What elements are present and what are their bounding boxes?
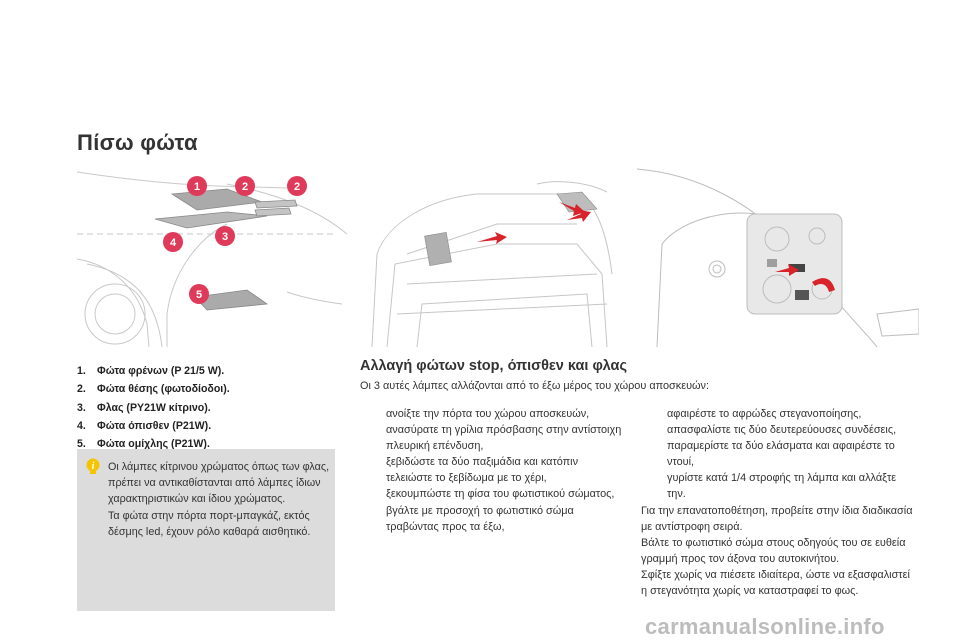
tighten-text: Σφίξτε χωρίς να πιέσετε ιδιαίτερα, ώστε … — [641, 568, 910, 598]
section-intro: Οι 3 αυτές λάμπες αλλάζονται από το έξω … — [360, 380, 710, 392]
lamp-legend: 1.Φώτα φρένων (P 21/5 W). 2.Φώτα θέσης (… — [77, 362, 230, 453]
callout-5: 5 — [189, 284, 209, 304]
step-item: παραμερίστε τα δύο ελάσματα και αφαιρέστ… — [667, 440, 895, 469]
legend-item: 3.Φλας (PY21W κίτρινο). — [77, 401, 211, 414]
info-lightbulb-icon: i — [86, 458, 100, 474]
trunk-arrows — [477, 202, 591, 244]
rear-lights-illustration: 1 2 2 3 4 5 — [77, 168, 919, 347]
callout-2a: 2 — [235, 176, 255, 196]
step-item: ξεκουμπώστε τη φίσα του φωτιστικού σώματ… — [386, 488, 615, 501]
step-item: απασφαλίστε τις δύο δευτερεύουσες συνδέσ… — [667, 424, 897, 437]
callout-2b: 2 — [287, 176, 307, 196]
step-item: ξεβιδώστε τα δύο παξιμάδια και κατόπιν τ… — [386, 456, 579, 485]
legend-item: 2.Φώτα θέσης (φωτοδίοδοι). — [77, 383, 230, 396]
legend-item: 5.Φώτα ομίχλης (P21W). — [77, 438, 210, 451]
svg-text:1: 1 — [194, 181, 200, 193]
page-title: Πίσω φώτα — [77, 130, 198, 155]
svg-text:2: 2 — [294, 181, 300, 193]
legend-item: 4.Φώτα όπισθεν (P21W). — [77, 419, 212, 432]
step-item: βγάλτε με προσοχή το φωτιστικό σώμα τραβ… — [386, 504, 574, 533]
svg-text:i: i — [92, 461, 95, 472]
steps-column-1: ανοίξτε την πόρτα του χώρου αποσκευών, α… — [360, 406, 622, 535]
refit-text: Για την επανατοποθέτηση, προβείτε στην ί… — [641, 504, 913, 533]
trunk-lamp-grille — [424, 191, 598, 267]
step-item: ανασύρατε τη γρίλια πρόσβασης στην αντίσ… — [386, 424, 622, 453]
lamp-unit-closeup — [636, 168, 919, 347]
info-text-colour-bulbs: Οι λάμπες κίτρινου χρώματος όπως των φλα… — [108, 461, 330, 506]
callout-1: 1 — [187, 176, 207, 196]
watermark: carmanualsonline.info — [645, 614, 885, 639]
info-text-tailgate-lights: Τα φώτα στην πόρτα πορτ-μπαγκάζ, εκτός δ… — [108, 509, 311, 538]
info-box: i Οι λάμπες κίτρινου χρώματος όπως των φ… — [77, 449, 335, 611]
section-title: Αλλαγή φώτων stop, όπισθεν και φλας — [360, 358, 628, 374]
svg-text:5: 5 — [196, 289, 202, 301]
step-item: ανοίξτε την πόρτα του χώρου αποσκευών, — [386, 408, 590, 420]
car-rear-view — [77, 171, 348, 347]
lamp-unit-parts — [767, 259, 809, 300]
callout-4: 4 — [163, 232, 183, 252]
callout-3: 3 — [215, 226, 235, 246]
svg-text:4: 4 — [170, 237, 177, 249]
align-text: Βάλτε το φωτιστικό σώμα στους οδηγούς το… — [641, 536, 906, 565]
legend-item: 1.Φώτα φρένων (P 21/5 W). — [77, 365, 225, 377]
lamp-unit-arrows — [775, 264, 835, 292]
step-item: αφαιρέστε το αφρώδες στεγανοποίησης, — [667, 408, 862, 420]
svg-text:2: 2 — [242, 181, 248, 193]
open-trunk-view — [371, 181, 613, 347]
svg-text:3: 3 — [222, 231, 228, 243]
callout-badges: 1 2 2 3 4 5 — [163, 176, 307, 304]
steps-column-2: αφαιρέστε το αφρώδες στεγανοποίησης, απα… — [641, 406, 913, 599]
step-item: γυρίστε κατά 1/4 στροφής τη λάμπα και αλ… — [667, 472, 897, 501]
